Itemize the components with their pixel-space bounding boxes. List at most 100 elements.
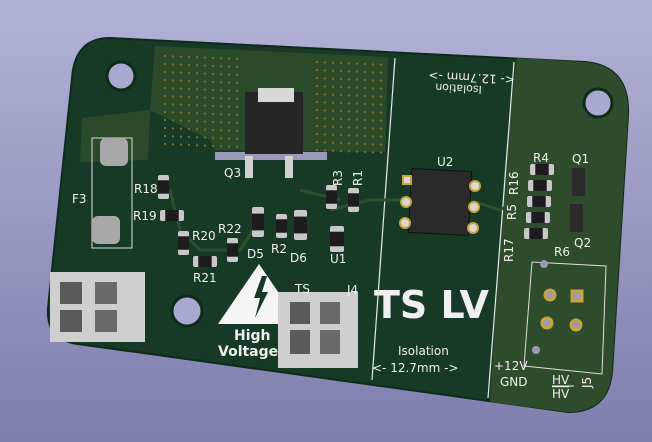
via [331, 109, 335, 112]
via [363, 102, 367, 106]
isolation-top-label: Isolation [435, 81, 482, 96]
via [379, 95, 383, 98]
via [323, 77, 327, 80]
via [355, 110, 359, 113]
via [315, 116, 319, 120]
via [219, 113, 223, 116]
via [235, 137, 239, 140]
via [323, 61, 327, 64]
via [211, 80, 215, 84]
via [219, 57, 223, 60]
via [227, 113, 231, 116]
via [179, 103, 183, 106]
via [227, 57, 231, 60]
via [203, 128, 207, 131]
via [187, 103, 191, 107]
via [235, 73, 239, 76]
via [347, 142, 351, 145]
via [227, 121, 231, 124]
ref-r3: R3 [331, 170, 345, 186]
via [371, 127, 375, 130]
q3-body [245, 92, 303, 154]
ref-j4: J4 [346, 283, 358, 297]
via [219, 97, 223, 100]
via [171, 127, 175, 130]
via [211, 144, 215, 148]
ref-d6: D6 [290, 251, 307, 265]
via [323, 133, 327, 136]
via [227, 137, 231, 140]
regulator-u1 [330, 226, 344, 252]
via [195, 64, 199, 67]
via [323, 149, 327, 152]
via [211, 104, 215, 108]
via [179, 95, 183, 98]
via [339, 93, 343, 97]
via [163, 94, 167, 98]
via [235, 65, 239, 68]
via [371, 111, 375, 114]
via [339, 101, 343, 105]
via [371, 119, 375, 122]
via [323, 109, 327, 112]
via [347, 86, 351, 89]
lightning-bolt-icon [254, 276, 268, 318]
isolation-bottom-label: Isolation [398, 344, 449, 358]
via [331, 117, 335, 120]
via [219, 73, 223, 76]
q1-body [572, 168, 585, 196]
ref-d5: D5 [247, 247, 264, 261]
trace [168, 188, 526, 252]
via [339, 149, 343, 153]
via [203, 56, 207, 59]
ref-ts: TS [294, 282, 310, 296]
ref-r20: R20 [192, 229, 216, 243]
via [339, 117, 343, 121]
via [179, 127, 183, 130]
via [203, 88, 207, 91]
ref-r1: R1 [351, 170, 365, 186]
via [363, 62, 367, 66]
via [179, 143, 183, 146]
via [227, 81, 231, 84]
ref-r21: R21 [193, 271, 217, 285]
via [179, 111, 183, 114]
via [211, 56, 215, 60]
j5-pads [540, 288, 584, 332]
via [203, 112, 207, 115]
via [363, 150, 367, 154]
resistor-r22 [227, 238, 238, 262]
ref-u2: U2 [437, 155, 453, 169]
via [323, 125, 327, 128]
via [163, 102, 167, 106]
via [347, 110, 351, 113]
via [163, 62, 167, 66]
via [315, 124, 319, 128]
via [331, 141, 335, 144]
q3-pin [285, 156, 293, 178]
via [347, 126, 351, 129]
via [195, 72, 199, 75]
via [179, 55, 183, 58]
via [379, 143, 383, 146]
via [347, 102, 351, 105]
via [339, 125, 343, 129]
warning-line1: High [234, 328, 271, 344]
via [227, 105, 231, 108]
via [171, 79, 175, 82]
via [363, 142, 367, 146]
isolation-line [371, 57, 396, 381]
via [171, 143, 175, 146]
via [355, 134, 359, 137]
f3-pad [92, 216, 120, 244]
via [187, 143, 191, 147]
isolation-line [487, 61, 515, 399]
via [331, 61, 335, 64]
via [339, 109, 343, 113]
via [163, 54, 167, 58]
via [339, 85, 343, 89]
ref-r16: R16 [507, 171, 521, 195]
via [371, 87, 375, 90]
via [163, 118, 167, 122]
via [179, 71, 183, 74]
